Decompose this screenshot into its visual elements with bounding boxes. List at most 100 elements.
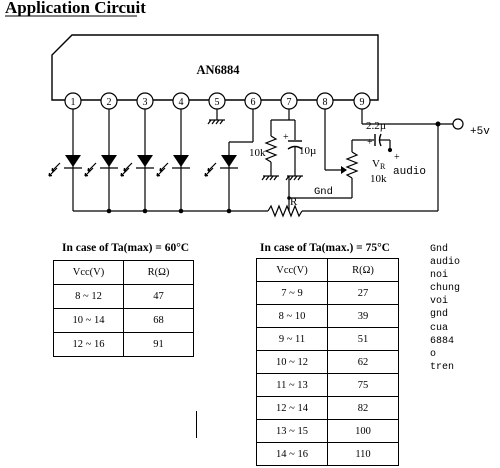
audio-label: audio — [393, 166, 426, 178]
table-right-header-vcc: Vcc(V) — [256, 258, 328, 282]
ic-pins: 1 2 3 4 5 6 7 8 9 — [64, 92, 371, 110]
table-cell: 82 — [327, 396, 399, 420]
table-left-header: Vcc(V) R(Ω) — [53, 260, 194, 285]
cap-in-plus: + — [367, 137, 373, 148]
table-cell: 7 ~ 9 — [256, 281, 328, 305]
table-cell: 12 ~ 14 — [256, 396, 328, 420]
table-row: 8 ~ 10 39 — [256, 304, 399, 328]
table-cell: 10 ~ 12 — [256, 350, 328, 374]
table-cell: 75 — [327, 373, 399, 397]
ground-icon — [207, 119, 224, 125]
junction-dot — [106, 208, 112, 214]
resistor-vr — [345, 151, 359, 179]
table-cell: 12 ~ 16 — [53, 332, 124, 357]
table-row: 12 ~ 16 91 — [53, 332, 194, 357]
pin8-wiper — [324, 109, 347, 174]
light-rays-icon — [84, 162, 97, 177]
table-row: 8 ~ 12 47 — [53, 284, 194, 309]
vr-value: 10k — [370, 173, 387, 185]
vr-label: VR — [372, 158, 386, 171]
table-cell: 10 ~ 14 — [53, 308, 124, 333]
junction-dot — [226, 208, 232, 214]
table-row: 14 ~ 16 110 — [256, 442, 399, 466]
led-1 — [48, 155, 82, 177]
audio-plus: + — [394, 152, 400, 163]
audio-input: 2.2µ + + audio — [352, 120, 426, 178]
resistor-r — [267, 204, 303, 218]
c7-plus: + — [283, 132, 289, 143]
pin-8-label: 8 — [323, 97, 328, 108]
supply-label: +5v — [470, 126, 490, 138]
vr-label-sub: R — [380, 162, 386, 171]
pin-8: 8 — [316, 92, 334, 110]
ground-note: Gnd audio noi chung voi gnd cua 6884 o t… — [430, 243, 460, 374]
pin-1-label: 1 — [71, 97, 76, 108]
table-cell: 9 ~ 11 — [256, 327, 328, 351]
note-line: tren — [430, 361, 455, 373]
light-rays-icon — [204, 162, 217, 177]
pin-4-label: 4 — [179, 97, 184, 108]
table-cell: 8 ~ 12 — [53, 284, 124, 309]
led-4 — [156, 155, 190, 177]
table-row: 13 ~ 15 100 — [256, 419, 399, 443]
note-line: Gnd — [430, 244, 449, 255]
table-row: 9 ~ 11 51 — [256, 327, 399, 351]
table-left-caption: In case of Ta(max) = 60°C — [62, 242, 190, 254]
page-title: Application Circuit — [5, 0, 146, 17]
pin-2-label: 2 — [107, 97, 112, 108]
light-rays-icon — [48, 162, 61, 177]
table-cell: 11 ~ 13 — [256, 373, 328, 397]
pin-5-label: 5 — [215, 97, 220, 108]
ground-icon — [261, 175, 278, 181]
table-row: 10 ~ 14 68 — [53, 308, 194, 333]
vr-potentiometer: VR 10k — [311, 140, 387, 199]
pin5-ground — [207, 109, 225, 125]
junction-dot — [287, 196, 291, 200]
pin-2: 2 — [100, 92, 118, 110]
table-left: Vcc(V) R(Ω) 8 ~ 12 47 10 ~ 14 68 12 ~ 16… — [53, 260, 194, 357]
table-cell: 13 ~ 15 — [256, 419, 328, 443]
note-line: 6884 — [430, 335, 455, 347]
table-cell: 27 — [327, 281, 399, 305]
arrow-icon — [341, 166, 347, 174]
note-line: cua — [430, 322, 449, 334]
pin-6-label: 6 — [251, 97, 256, 108]
ic-label: AN6884 — [196, 63, 240, 77]
note-line: chung — [430, 283, 461, 295]
pin-9: 9 — [353, 92, 371, 110]
table-cell: 100 — [327, 419, 399, 443]
note-line: voi — [430, 296, 449, 308]
table-right: Vcc(V) R(Ω) 7 ~ 9 27 8 ~ 10 39 9 ~ 11 51… — [256, 258, 399, 466]
note-line: gnd — [430, 309, 449, 321]
table-cell: 8 ~ 10 — [256, 304, 328, 328]
table-left-header-r: R(Ω) — [123, 260, 194, 285]
note-line: audio — [430, 257, 461, 269]
led-3 — [120, 155, 154, 177]
table-left-header-vcc: Vcc(V) — [53, 260, 124, 285]
vr-label-main: V — [372, 158, 380, 170]
pin-4: 4 — [172, 92, 190, 110]
pin-3-label: 3 — [143, 97, 148, 108]
led-2 — [84, 155, 118, 177]
table-row: 11 ~ 13 75 — [256, 373, 399, 397]
pin-3: 3 — [136, 92, 154, 110]
resistor-10k — [264, 135, 278, 163]
table-row: 12 ~ 14 82 — [256, 396, 399, 420]
gnd-label: Gnd — [314, 186, 333, 198]
audio-terminal — [387, 147, 393, 153]
text-cursor-mark — [196, 411, 197, 438]
table-cell: 110 — [327, 442, 399, 466]
pin7-network: 10k 10µ + — [249, 109, 316, 211]
pin-9-label: 9 — [360, 97, 365, 108]
table-cell: 47 — [123, 284, 194, 309]
table-cell: 68 — [123, 308, 194, 333]
light-rays-icon — [120, 162, 133, 177]
note-line: o — [430, 348, 437, 360]
gnd-wire: Gnd — [287, 186, 333, 200]
ground-icon — [285, 175, 302, 181]
table-row: 10 ~ 12 62 — [256, 350, 399, 374]
r7-value: 10k — [249, 147, 266, 159]
resistor-r-label: R — [290, 196, 298, 208]
pin-1: 1 — [64, 92, 82, 110]
